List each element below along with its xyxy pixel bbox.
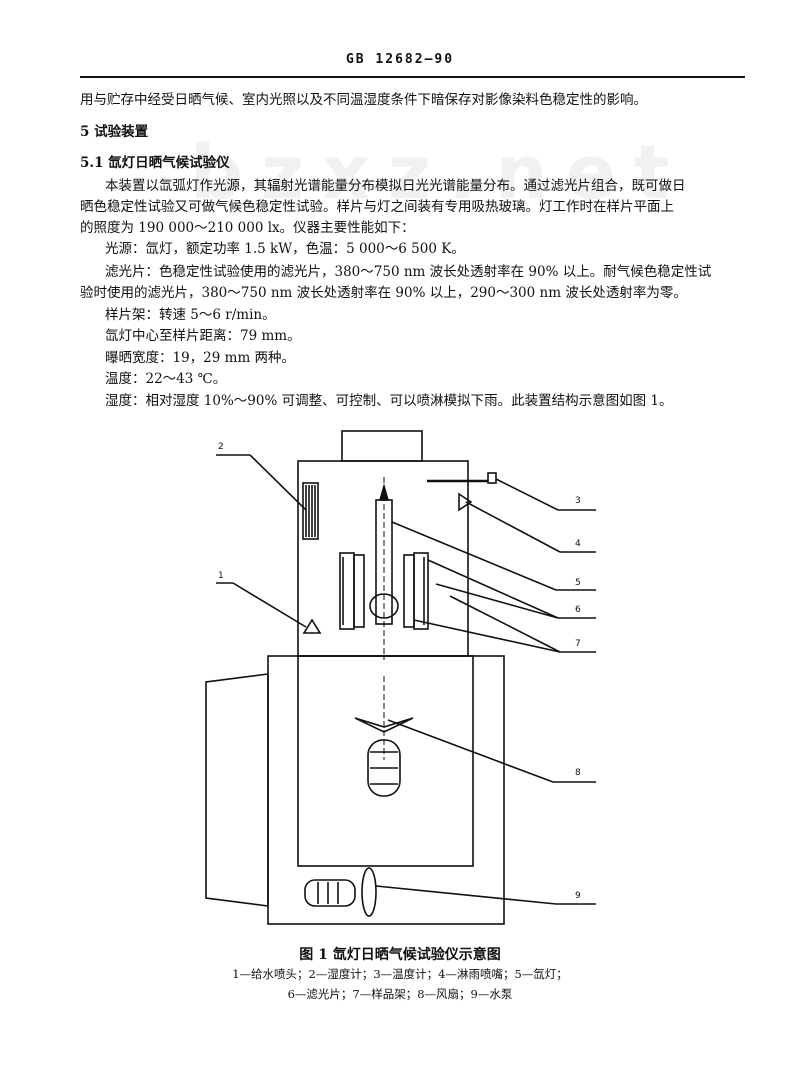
inner-chamber [297,655,474,867]
rack-spec: 样片架：转速 5～6 r/min。 [105,307,276,323]
filter-left [339,552,355,630]
fan-blade [354,717,414,733]
lower-cabinet [267,655,505,925]
watermark: bzxz.net [190,130,688,216]
fan-motor [367,739,401,797]
filter-spec-line: 滤光片：色稳定性试验使用的滤光片，380～750 nm 波长处透射率在 90% … [105,264,712,280]
label-5: 5 [575,578,581,588]
section-5-1-title: 5.1 氙灯日晒气候试验仪 [80,155,230,171]
label-7: 7 [575,639,581,649]
paragraph-line: 的照度为 190 000～210 000 lx。仪器主要性能如下： [80,220,415,236]
filter-right [413,552,429,630]
temperature-spec: 温度：22～43 ℃。 [105,371,227,387]
figure-legend-line: 6—滤光片；7—样品架；8—风扇；9—水泵 [287,987,513,1001]
water-nozzle [302,618,322,634]
header-rule [80,76,745,78]
filter-spec-line: 验时使用的滤光片，380～750 nm 波长处透射率在 90% 以上，290～3… [80,285,687,301]
section-5-title: 5 试验装置 [80,124,149,140]
label-6: 6 [575,605,581,615]
water-pump [304,879,356,907]
distance-spec: 氙灯中心至样片距离：79 mm。 [105,328,301,344]
label-9: 9 [575,891,581,901]
label-3: 3 [575,496,581,506]
top-hood [341,430,423,462]
lamp-bulb [369,593,399,619]
intro-tail-text: 用与贮存中经受日晒气候、室内光照以及不同温湿度条件下暗保存对影像染料色稳定性的影… [80,92,647,108]
label-2: 2 [218,442,224,452]
figure-legend-line: 1—给水喷头；2—湿度计；3—温度计；4—淋雨喷嘴；5—氙灯； [232,967,568,981]
label-4: 4 [575,539,581,549]
light-source-spec: 光源：氙灯，额定功率 1.5 kW，色温：5 000～6 500 K。 [105,241,465,257]
label-8: 8 [575,768,581,778]
exposure-width-spec: 曝晒宽度：19，29 mm 两种。 [105,350,296,366]
paragraph-line: 晒色稳定性试验又可做气候色稳定性试验。样片与灯之间装有专用吸热玻璃。灯工作时在样… [80,199,674,215]
hygrometer [302,482,319,540]
humidity-spec: 湿度：相对湿度 10%～90% 可调整、可控制、可以喷淋模拟下雨。此装置结构示意… [105,393,673,409]
figure-caption: 图 1 氙灯日晒气候试验仪示意图 [299,947,501,963]
label-1: 1 [218,571,224,581]
side-panel [205,673,269,907]
xenon-lamp [375,499,393,625]
standard-number-header: GB 12682—90 [345,52,455,67]
rain-nozzle [458,492,473,512]
paragraph-line: 本装置以氙弧灯作光源，其辐射光谱能量分布模拟日光光谱能量分布。通过滤光片组合，既… [105,178,686,194]
